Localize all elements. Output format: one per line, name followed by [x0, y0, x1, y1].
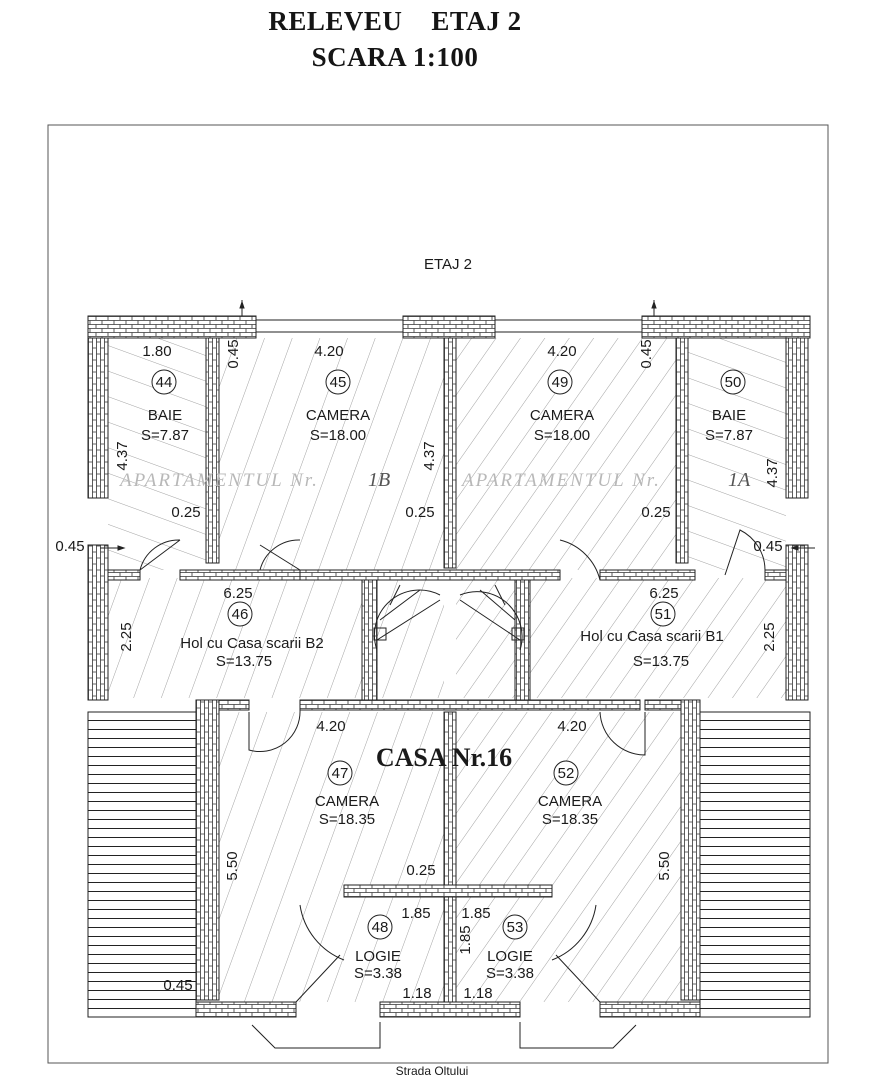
room-52: 52 CAMERA S=18.35	[538, 760, 602, 828]
svg-text:CAMERA: CAMERA	[530, 407, 594, 424]
svg-text:0.25: 0.25	[641, 504, 670, 521]
room-45: 45 CAMERA S=18.00	[306, 369, 370, 444]
svg-text:52: 52	[558, 765, 575, 782]
room-44: 44 BAIE S=7.87	[141, 369, 189, 444]
svg-text:S=7.87: S=7.87	[705, 427, 753, 444]
room-49: 49 CAMERA S=18.00	[530, 369, 594, 444]
svg-text:4.20: 4.20	[547, 343, 576, 360]
svg-text:BAIE: BAIE	[712, 407, 746, 424]
dimension-labels: 1.80 4.20 4.20 0.45 0.45 4.37 4.37 4.37 …	[55, 339, 782, 1002]
apartment-watermark-right: APARTAMENTUL Nr.	[460, 470, 661, 491]
svg-text:1.18: 1.18	[463, 985, 492, 1002]
room-47: 47 CAMERA S=18.35	[315, 760, 379, 828]
svg-text:6.25: 6.25	[223, 585, 252, 602]
room-53: 53 LOGIE S=3.38	[486, 914, 534, 982]
svg-text:S=7.87: S=7.87	[141, 427, 189, 444]
svg-text:BAIE: BAIE	[148, 407, 182, 424]
svg-text:2.25: 2.25	[118, 622, 135, 651]
svg-text:CAMERA: CAMERA	[315, 793, 379, 810]
svg-text:4.20: 4.20	[316, 718, 345, 735]
svg-text:4.37: 4.37	[421, 441, 438, 470]
svg-text:49: 49	[552, 374, 569, 391]
room-50: 50 BAIE S=7.87	[705, 369, 753, 444]
svg-text:44: 44	[156, 374, 173, 391]
door-swings	[139, 529, 766, 1003]
svg-text:48: 48	[372, 919, 389, 936]
drawing-frame	[47, 124, 829, 1064]
svg-text:S=18.00: S=18.00	[534, 427, 590, 444]
svg-text:4.20: 4.20	[314, 343, 343, 360]
drawing-title: RELEVEU ETAJ 2	[268, 6, 522, 36]
svg-text:LOGIE: LOGIE	[355, 948, 401, 965]
svg-text:5.50: 5.50	[224, 851, 241, 880]
svg-text:1.85: 1.85	[461, 905, 490, 922]
svg-text:1.85: 1.85	[457, 925, 474, 954]
svg-text:51: 51	[655, 606, 672, 623]
svg-text:Hol cu Casa scarii B2: Hol cu Casa scarii B2	[180, 635, 323, 652]
svg-text:0.45: 0.45	[55, 538, 84, 555]
svg-text:S=13.75: S=13.75	[633, 653, 689, 670]
svg-text:0.25: 0.25	[171, 504, 200, 521]
room-51: 51 Hol cu Casa scarii B1 S=13.75	[580, 601, 724, 670]
svg-text:0.45: 0.45	[225, 339, 242, 368]
svg-text:0.25: 0.25	[405, 504, 434, 521]
svg-text:0.45: 0.45	[163, 977, 192, 994]
svg-text:S=18.35: S=18.35	[319, 811, 375, 828]
apartment-watermark-left: APARTAMENTUL Nr.	[118, 470, 319, 491]
svg-text:S=18.35: S=18.35	[542, 811, 598, 828]
right-exterior-stair	[699, 711, 811, 1018]
apartment-number-left: 1B	[368, 469, 390, 491]
svg-text:47: 47	[332, 765, 349, 782]
svg-text:6.25: 6.25	[649, 585, 678, 602]
apartment-number-right: 1A	[728, 469, 751, 491]
svg-text:LOGIE: LOGIE	[487, 948, 533, 965]
svg-text:0.45: 0.45	[753, 538, 782, 555]
svg-text:5.50: 5.50	[656, 851, 673, 880]
svg-text:46: 46	[232, 606, 249, 623]
svg-text:53: 53	[507, 919, 524, 936]
svg-text:S=13.75: S=13.75	[216, 653, 272, 670]
svg-text:1.85: 1.85	[401, 905, 430, 922]
svg-text:1.18: 1.18	[402, 985, 431, 1002]
svg-text:4.20: 4.20	[557, 718, 586, 735]
svg-text:CAMERA: CAMERA	[306, 407, 370, 424]
svg-text:CAMERA: CAMERA	[538, 793, 602, 810]
floor-label: ETAJ 2	[424, 256, 472, 273]
svg-text:S=18.00: S=18.00	[310, 427, 366, 444]
walls	[87, 315, 811, 1018]
svg-text:50: 50	[725, 374, 742, 391]
left-exterior-stair	[87, 711, 197, 1018]
room-hatching	[108, 338, 786, 1002]
svg-text:0.25: 0.25	[406, 862, 435, 879]
spiral-staircases	[373, 584, 525, 651]
svg-text:45: 45	[330, 374, 347, 391]
svg-text:2.25: 2.25	[761, 622, 778, 651]
svg-text:1.80: 1.80	[142, 343, 171, 360]
house-label: CASA Nr.16	[376, 743, 512, 772]
svg-text:0.45: 0.45	[638, 339, 655, 368]
logia-bay	[251, 1022, 637, 1049]
svg-text:4.37: 4.37	[114, 441, 131, 470]
room-48: 48 LOGIE S=3.38	[354, 914, 402, 982]
room-46: 46 Hol cu Casa scarii B2 S=13.75	[180, 601, 324, 670]
svg-text:S=3.38: S=3.38	[354, 965, 402, 982]
section-markers	[100, 300, 815, 551]
svg-text:S=3.38: S=3.38	[486, 965, 534, 982]
street-label: Strada Oltului	[396, 1064, 469, 1078]
svg-text:Hol cu Casa scarii B1: Hol cu Casa scarii B1	[580, 628, 723, 645]
drawing-scale: SCARA 1:100	[311, 42, 479, 72]
svg-text:4.37: 4.37	[764, 458, 781, 487]
